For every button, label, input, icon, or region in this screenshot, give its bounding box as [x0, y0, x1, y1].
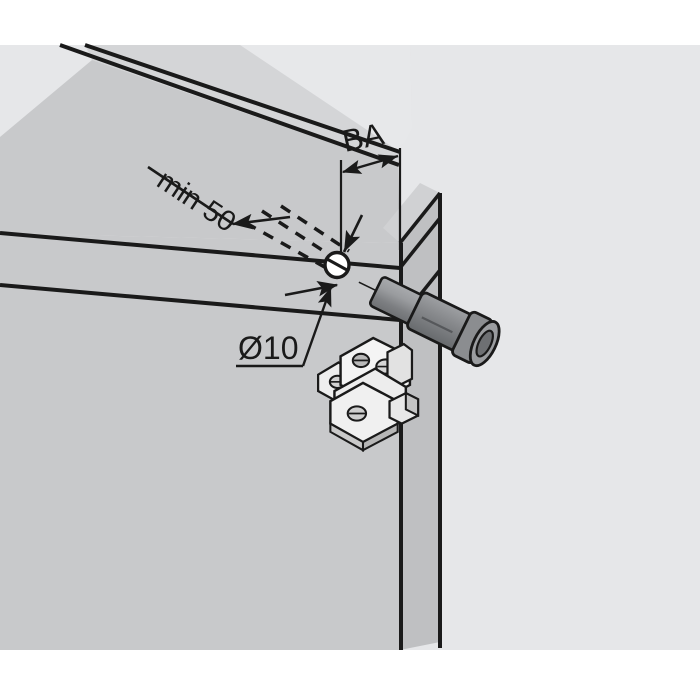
cabinet-side-outer-face	[0, 233, 400, 650]
construction-dashed-lines	[245, 204, 350, 272]
dowel-tail-line	[358, 281, 378, 292]
dashed-line-2	[280, 204, 350, 253]
dowel-groove	[421, 316, 453, 334]
top-panel-front-face	[0, 60, 400, 243]
min-50-underline	[147, 165, 234, 226]
cabinet-top-panel	[0, 43, 412, 243]
hole-pointer-arrows	[342, 214, 364, 253]
ba-dimension-arrow-line	[341, 154, 399, 174]
min-50-leader-arrow	[231, 213, 291, 230]
min-50-lower-arrow	[284, 281, 339, 297]
diameter-label: Ø10	[238, 330, 298, 366]
drill-hole-inner-line	[326, 257, 348, 272]
cabinet-front-surface	[0, 231, 401, 650]
hinge-mounting-plate	[316, 336, 420, 452]
top-panel-rear-surface	[240, 45, 412, 152]
dashed-line-1	[261, 209, 340, 263]
side-panel-mid-diagonal	[398, 216, 442, 270]
diameter-leader-arrow	[301, 286, 333, 367]
dowel-pin	[358, 276, 501, 368]
drill-hole-10mm	[323, 250, 351, 280]
hole-pointer-arrow-top	[342, 214, 364, 253]
side-panel-top-face	[383, 183, 440, 243]
plate-right-tab-side	[404, 391, 420, 418]
side-panel-top-diagonal	[398, 191, 442, 245]
ba-label: BA	[339, 116, 387, 159]
dowel-front-bore	[475, 329, 494, 358]
top-panel-top-outline	[84, 43, 401, 154]
top-panel-thickness-outline	[59, 43, 400, 167]
diameter-dimension: Ø10	[236, 286, 333, 368]
dashed-line-3	[245, 221, 331, 272]
ba-dimension: BA	[339, 116, 402, 268]
plate-lower-shade-right	[361, 421, 399, 452]
shelf-lower-edge-2	[0, 283, 401, 322]
